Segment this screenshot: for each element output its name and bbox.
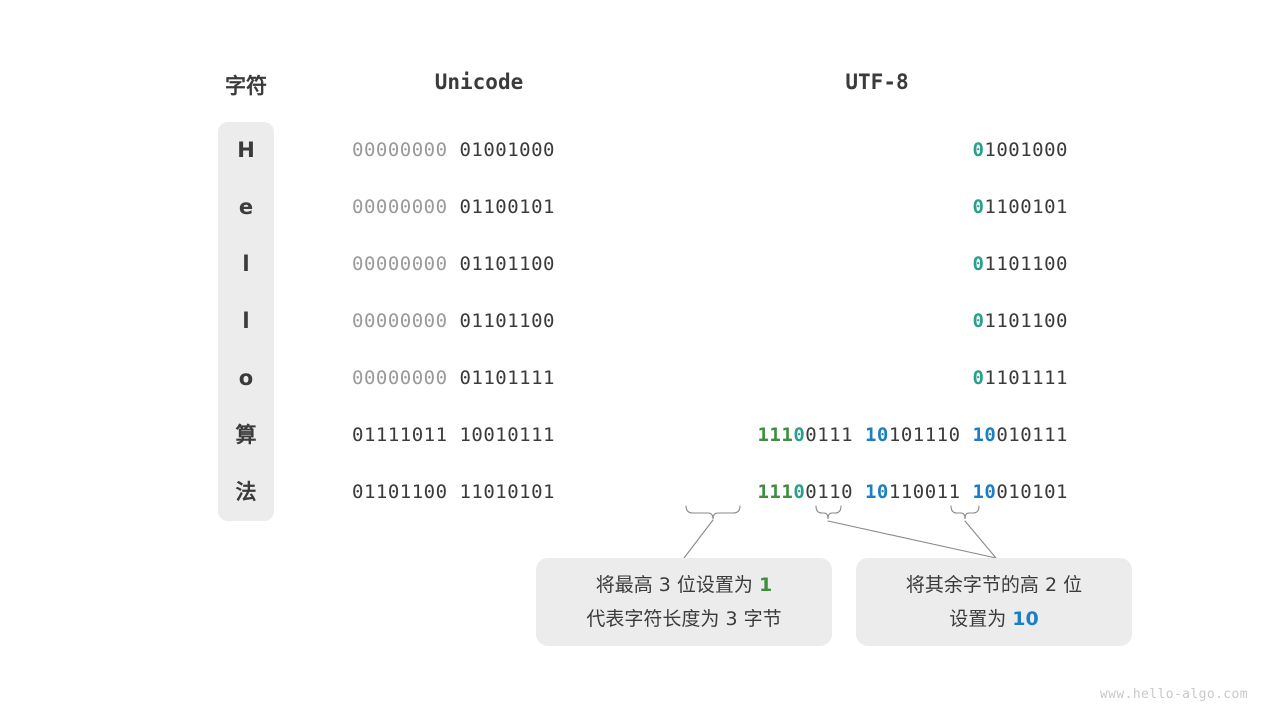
bit-segment [448, 424, 460, 446]
bit-segment: 0 [793, 481, 806, 503]
bit-segment: 11010101 [459, 481, 555, 503]
bit-segment [448, 253, 460, 275]
bit-segment: 代表字符长度为 3 字节 [586, 608, 782, 630]
unicode-bits: 00000000 01101100 [352, 293, 606, 350]
bit-segment: 0 [972, 139, 985, 161]
bit-segment: 111 [757, 424, 794, 446]
callout-continuation-prefix: 将其余字节的高 2 位 设置为 10 [856, 558, 1132, 646]
leader-byte1 [683, 519, 714, 559]
utf8-bits: 01100101 [606, 179, 1068, 236]
char-cell: o [238, 366, 254, 390]
callout-continuation-prefix-line-2: 设置为 10 [949, 602, 1039, 636]
bit-segment: 01101100 [352, 481, 448, 503]
bit-segment: 0 [972, 196, 985, 218]
bit-segment: 10 [972, 481, 997, 503]
bit-segment: 0110 [805, 481, 854, 503]
utf8-bits: 01101100 [606, 293, 1068, 350]
bit-segment: 1 [758, 574, 773, 596]
bit-segment: 110011 [888, 481, 961, 503]
bit-segment: 将其余字节的高 2 位 [905, 574, 1083, 596]
char-cell: l [242, 252, 250, 276]
bit-segment: 00000000 [352, 367, 448, 389]
unicode-bits: 01111011 10010111 [352, 407, 606, 464]
bit-segment: 10010111 [459, 424, 555, 446]
bit-segment: 将最高 3 位设置为 [595, 574, 759, 596]
bit-segment: 00000000 [352, 310, 448, 332]
bit-segment [448, 367, 460, 389]
bit-segment: 设置为 [949, 608, 1013, 630]
bit-segment [853, 481, 865, 503]
bit-segment [448, 139, 460, 161]
callout-continuation-prefix-line-1: 将其余字节的高 2 位 [906, 568, 1082, 602]
unicode-bits: 00000000 01001000 [352, 122, 606, 179]
bit-segment: 101110 [888, 424, 961, 446]
bit-segment: 01101111 [459, 367, 555, 389]
char-cell: 法 [235, 480, 257, 504]
column-header-utf8: UTF-8 [845, 70, 909, 94]
bit-segment: 10 [864, 481, 889, 503]
char-cell: l [242, 309, 250, 333]
bit-segment: 0 [972, 310, 985, 332]
bit-segment: 111 [757, 481, 794, 503]
utf8-bits: 01101111 [606, 350, 1068, 407]
bit-segment: 0 [793, 424, 806, 446]
char-cell: e [238, 195, 254, 219]
site-watermark: www.hello-algo.com [1099, 687, 1248, 702]
bit-segment: 01001000 [459, 139, 555, 161]
bit-segment [448, 481, 460, 503]
utf8-bits: 01001000 [606, 122, 1068, 179]
bit-segment: 010101 [996, 481, 1068, 503]
bit-segment: 01111011 [352, 424, 448, 446]
bit-segment: 010111 [996, 424, 1068, 446]
bit-segment: 01100101 [459, 196, 555, 218]
bit-segment [961, 481, 973, 503]
bit-segment: 0 [972, 367, 985, 389]
utf8-bits: 11100111 10101110 10010111 [606, 407, 1068, 464]
bit-segment: 1101111 [984, 367, 1068, 389]
bit-segment: 1100101 [984, 196, 1068, 218]
bit-segment: 10 [864, 424, 889, 446]
bit-segment: 0111 [805, 424, 854, 446]
bit-segment: 00000000 [352, 139, 448, 161]
leader-byte3 [964, 520, 997, 559]
bit-segment: 01101100 [459, 253, 555, 275]
utf8-bits: 01101100 [606, 236, 1068, 293]
bit-segment [448, 196, 460, 218]
leader-byte2 [827, 520, 997, 559]
callout-length-prefix: 将最高 3 位设置为 1 代表字符长度为 3 字节 [536, 558, 832, 646]
char-cell: 算 [235, 423, 257, 447]
bit-segment: 10 [1012, 608, 1039, 630]
column-header-char: 字符 [225, 74, 267, 98]
unicode-bits: 00000000 01100101 [352, 179, 606, 236]
column-header-unicode: Unicode [434, 70, 524, 94]
callout-length-prefix-line-1: 将最高 3 位设置为 1 [596, 568, 772, 602]
bit-segment [853, 424, 865, 446]
utf8-bits: 11100110 10110011 10010101 [606, 464, 1068, 521]
bit-segment: 00000000 [352, 253, 448, 275]
bit-segment: 1101100 [984, 253, 1068, 275]
bit-segment: 0 [972, 253, 985, 275]
unicode-bits: 00000000 01101100 [352, 236, 606, 293]
bit-segment: 1101100 [984, 310, 1068, 332]
bit-segment: 1001000 [984, 139, 1068, 161]
unicode-bits: 00000000 01101111 [352, 350, 606, 407]
callout-length-prefix-line-2: 代表字符长度为 3 字节 [586, 602, 781, 636]
bit-segment: 00000000 [352, 196, 448, 218]
unicode-bits: 01101100 11010101 [352, 464, 606, 521]
bit-segment: 01101100 [459, 310, 555, 332]
char-cell: H [237, 138, 255, 162]
bit-segment [448, 310, 460, 332]
bit-segment: 10 [972, 424, 997, 446]
bit-segment [961, 424, 973, 446]
